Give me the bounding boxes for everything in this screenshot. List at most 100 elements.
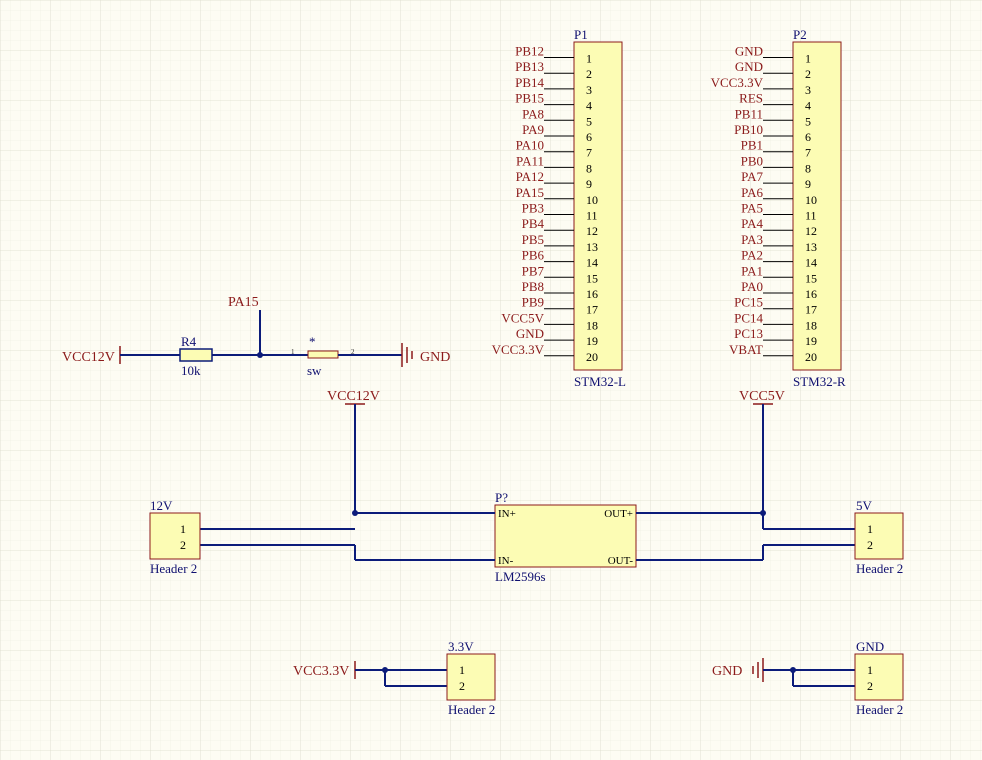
p1-pin-name: PB13 bbox=[515, 59, 544, 74]
header-gnd[interactable]: GND Header 2 1 2 bbox=[854, 639, 904, 717]
header-gnd-body bbox=[854, 653, 904, 701]
p2-designator: P2 bbox=[793, 27, 807, 42]
reg-comment: LM2596s bbox=[495, 569, 546, 584]
p1-pin-name: PB7 bbox=[522, 263, 545, 278]
gnd-net-label: GND bbox=[420, 350, 450, 365]
p1-pin-name: PA10 bbox=[516, 138, 544, 153]
sw-pin2-number: 2 bbox=[351, 348, 355, 356]
p2-pin-name: PA0 bbox=[741, 279, 763, 294]
regulator-lm2596[interactable]: P? LM2596s IN+ IN- OUT+ OUT- bbox=[494, 490, 637, 584]
p2-pin-number: 8 bbox=[805, 161, 811, 175]
junction-dot bbox=[257, 352, 263, 358]
reg-pin-out-plus: OUT+ bbox=[604, 508, 633, 520]
switch-circuit: VCC12V R4 10k PA15 1 2 * sw GND bbox=[62, 295, 450, 378]
p1-pin-name: VCC5V bbox=[501, 310, 544, 325]
p1-pin-name: PB8 bbox=[522, 279, 544, 294]
vcc33-net-label: VCC3.3V bbox=[293, 664, 349, 679]
header-5v-pin1: 1 bbox=[867, 522, 873, 536]
p2-pin-name: PC13 bbox=[734, 326, 763, 341]
header-gnd-designator: GND bbox=[856, 639, 884, 654]
p2-pin-name: PA1 bbox=[741, 263, 763, 278]
header-3v3-comment: Header 2 bbox=[448, 702, 495, 717]
header-gnd-comment: Header 2 bbox=[856, 702, 903, 717]
p1-pin-number: 1 bbox=[586, 52, 592, 66]
p2-pin-number: 3 bbox=[805, 83, 811, 97]
p1-pin-name: PB12 bbox=[515, 44, 544, 59]
p2-pin-name: VCC3.3V bbox=[711, 75, 764, 90]
reg-vcc12v-net-label: VCC12V bbox=[327, 389, 380, 404]
p2-pin-name: PB11 bbox=[735, 106, 763, 121]
p2-pin-number: 12 bbox=[805, 224, 817, 238]
p1-pin-number: 5 bbox=[586, 114, 592, 128]
junction-dot bbox=[382, 667, 388, 673]
p1-pin-name: PA12 bbox=[516, 169, 544, 184]
p2-pin-number: 13 bbox=[805, 240, 817, 254]
header-12v-body bbox=[149, 512, 201, 560]
p2-pin-name: PB0 bbox=[741, 153, 763, 168]
header-5v-body bbox=[854, 512, 904, 560]
p1-pin-number: 10 bbox=[586, 193, 598, 207]
p1-pin-name: PB15 bbox=[515, 91, 544, 106]
p2-pin-number: 1 bbox=[805, 52, 811, 66]
p1-designator: P1 bbox=[574, 27, 588, 42]
sw-comment: sw bbox=[307, 363, 322, 378]
header-3v3-pin1: 1 bbox=[459, 663, 465, 677]
p1-pin-name: PA11 bbox=[516, 153, 544, 168]
header-12v[interactable]: 12V Header 2 1 2 bbox=[149, 498, 201, 576]
header-5v-pin2: 2 bbox=[867, 538, 873, 552]
p2-pin-number: 6 bbox=[805, 130, 811, 144]
p2-pin-number: 19 bbox=[805, 334, 817, 348]
resistor-r4[interactable] bbox=[179, 348, 213, 362]
header-5v[interactable]: 5V Header 2 1 2 bbox=[854, 498, 904, 576]
p2-pin-name: PC14 bbox=[734, 310, 763, 325]
p1-pin-number: 3 bbox=[586, 83, 592, 97]
p2-pin-name: PC15 bbox=[734, 295, 763, 310]
p2-pin-name: VBAT bbox=[729, 342, 763, 357]
p2-pin-name: PA5 bbox=[741, 201, 763, 216]
header-gnd-pin1: 1 bbox=[867, 663, 873, 677]
p1-pin-number: 15 bbox=[586, 271, 598, 285]
p1-pin-number: 11 bbox=[586, 209, 598, 223]
p2-pin-number: 16 bbox=[805, 287, 817, 301]
header-3v3[interactable]: 3.3V Header 2 1 2 bbox=[446, 639, 496, 717]
p2-pin-number: 4 bbox=[805, 99, 811, 113]
vcc12v-net-label: VCC12V bbox=[62, 350, 115, 365]
r4-value: 10k bbox=[181, 363, 201, 378]
p1-pin-number: 13 bbox=[586, 240, 598, 254]
p1-pin-number: 12 bbox=[586, 224, 598, 238]
p1-pin-name: PB9 bbox=[522, 295, 544, 310]
p2-pin-number: 17 bbox=[805, 303, 817, 317]
p1-pin-number: 19 bbox=[586, 334, 598, 348]
p1-pin-number: 17 bbox=[586, 303, 598, 317]
header-gnd-pin2: 2 bbox=[867, 679, 873, 693]
p1-pin-number: 9 bbox=[586, 177, 592, 191]
pa15-net-label: PA15 bbox=[228, 295, 259, 310]
p2-pin-name: PA6 bbox=[741, 185, 763, 200]
junction-dot bbox=[790, 667, 796, 673]
p2-pin-number: 11 bbox=[805, 209, 817, 223]
p2-pin-name: PA4 bbox=[741, 216, 763, 231]
p2-pin-number: 14 bbox=[805, 256, 817, 270]
p1-pin-name: PB6 bbox=[522, 248, 545, 263]
p1-pin-name: PA8 bbox=[522, 106, 544, 121]
regulator-body bbox=[494, 504, 637, 568]
r4-designator: R4 bbox=[181, 334, 197, 349]
p1-pin-name: PA9 bbox=[522, 122, 544, 137]
p1-pin-number: 2 bbox=[586, 67, 592, 81]
p2-pin-number: 5 bbox=[805, 114, 811, 128]
p2-pin-name: GND bbox=[735, 59, 763, 74]
p2-pin-name: RES bbox=[739, 91, 763, 106]
p2-pin-number: 15 bbox=[805, 271, 817, 285]
header-12v-pin2: 2 bbox=[180, 538, 186, 552]
header-5v-designator: 5V bbox=[856, 498, 873, 513]
header-5v-comment: Header 2 bbox=[856, 561, 903, 576]
p2-pin-number: 7 bbox=[805, 146, 811, 160]
p1-pin-name: PB14 bbox=[515, 75, 544, 90]
p1-pin-number: 16 bbox=[586, 287, 598, 301]
reg-pin-out-minus: OUT- bbox=[608, 555, 634, 567]
switch-sw[interactable] bbox=[307, 350, 339, 359]
